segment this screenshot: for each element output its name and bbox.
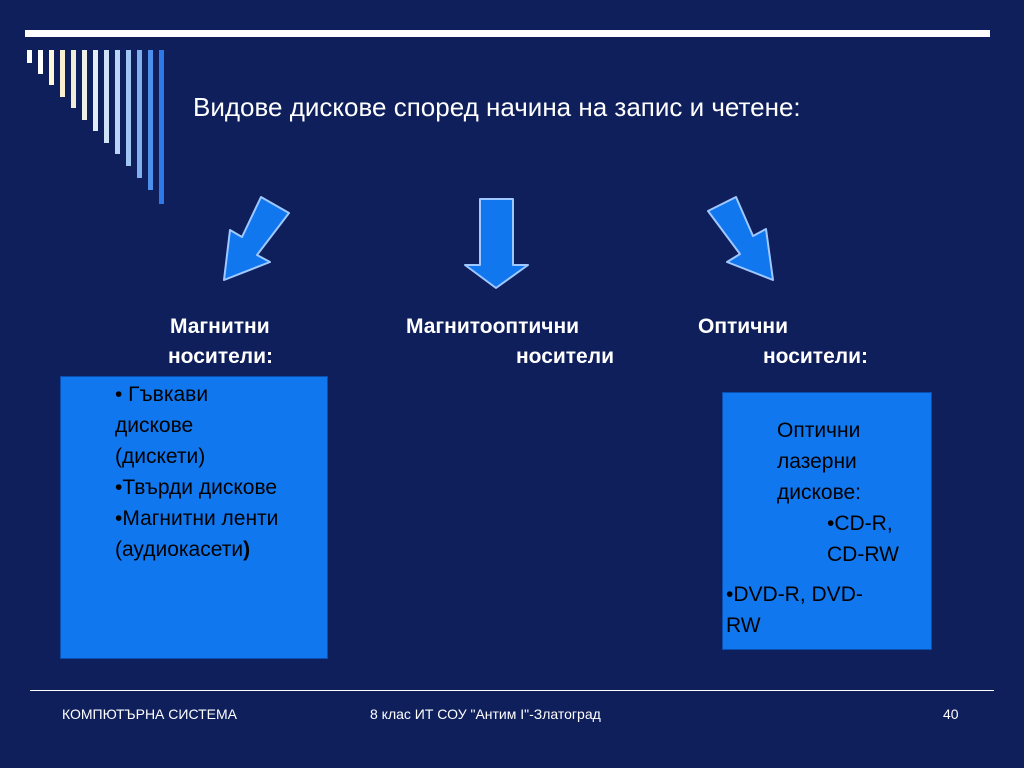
arrow-down-left-icon — [223, 196, 290, 281]
magnetic-item-floppy-line3: (дискети) — [115, 445, 206, 468]
optical-item-cd-line2: CD-RW — [827, 543, 899, 566]
magnetic-item-floppy-line1: • Гъвкави — [115, 383, 209, 406]
footer-center: 8 клас ИТ СОУ "Антим I"-Златоград — [370, 706, 601, 722]
footer-rule — [30, 690, 994, 691]
category-optical-line1: Оптични — [698, 315, 788, 338]
arrow-down-right-icon — [707, 196, 774, 281]
magnetic-item-tapes-paren: ) — [243, 538, 251, 561]
category-optical-line2: носители: — [762, 345, 868, 368]
magnetic-media-box: • Гъвкави дискове (дискети) •Твърди диск… — [60, 376, 328, 659]
slide-title: Видове дискове според начина на запис и … — [193, 92, 801, 122]
top-rule — [25, 30, 990, 37]
magnetic-item-tapes-text: (аудиокасети — [115, 538, 244, 561]
optical-item-cd-line1: •CD-R, — [827, 512, 893, 535]
optical-heading-line3: дискове: — [777, 481, 862, 504]
category-magneto-optical-line1: Магнитооптични — [406, 315, 580, 338]
magnetic-item-hard-disk: •Твърди дискове — [115, 476, 278, 499]
optical-item-dvd-line1: •DVD-R, DVD- — [726, 583, 863, 606]
category-magneto-optical: Магнитооптични носители — [406, 312, 616, 372]
category-magnetic: Магнитни носители: — [168, 312, 296, 372]
magnetic-item-tapes-line1: •Магнитни ленти — [115, 507, 279, 530]
optical-heading-line2: лазерни — [777, 450, 857, 473]
magnetic-item-tapes-line2: (аудиокасети) — [115, 538, 250, 562]
category-magnetic-line1: Магнитни — [170, 315, 270, 338]
arrow-down-icon — [464, 198, 529, 289]
category-optical: Оптични носители: — [698, 312, 873, 372]
optical-media-box: Оптични лазерни дискове: •CD-R, CD-RW •D… — [722, 392, 932, 650]
category-magnetic-line2: носители: — [168, 345, 274, 368]
category-magneto-optical-line2: носители — [515, 345, 614, 368]
optical-heading-line1: Оптични — [777, 419, 861, 442]
magnetic-item-floppy-line2: дискове — [115, 414, 194, 437]
footer-left: КОМПЮТЪРНА СИСТЕМА — [62, 706, 237, 722]
footer-page-number: 40 — [943, 706, 959, 722]
optical-item-dvd-line2: RW — [726, 614, 761, 637]
